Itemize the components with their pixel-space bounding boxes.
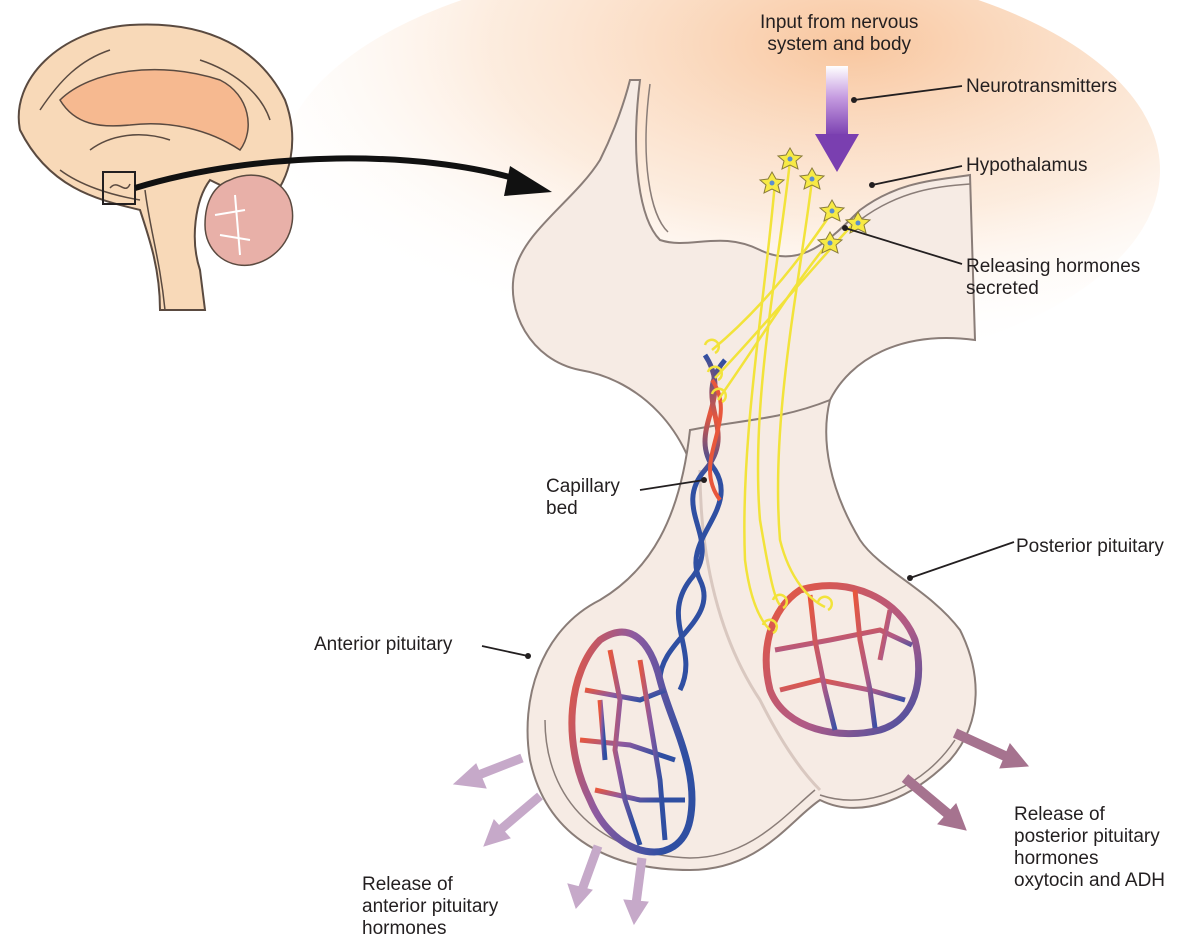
label-release-anterior: Release of anterior pituitary hormones xyxy=(362,874,498,940)
posterior-capillary-bed xyxy=(766,586,918,734)
label-anterior-pituitary: Anterior pituitary xyxy=(314,634,452,656)
label-capillary-bed: Capillary bed xyxy=(546,476,620,520)
label-posterior-pituitary: Posterior pituitary xyxy=(1016,536,1164,558)
label-releasing-hormones: Releasing hormones secreted xyxy=(966,256,1140,300)
label-hypothalamus: Hypothalamus xyxy=(966,155,1087,177)
brain-icon xyxy=(19,24,293,310)
label-neurotransmitters: Neurotransmitters xyxy=(966,76,1117,98)
label-release-posterior: Release of posterior pituitary hormones … xyxy=(1014,804,1165,892)
label-input-from-nervous-system: Input from nervous system and body xyxy=(760,12,918,56)
